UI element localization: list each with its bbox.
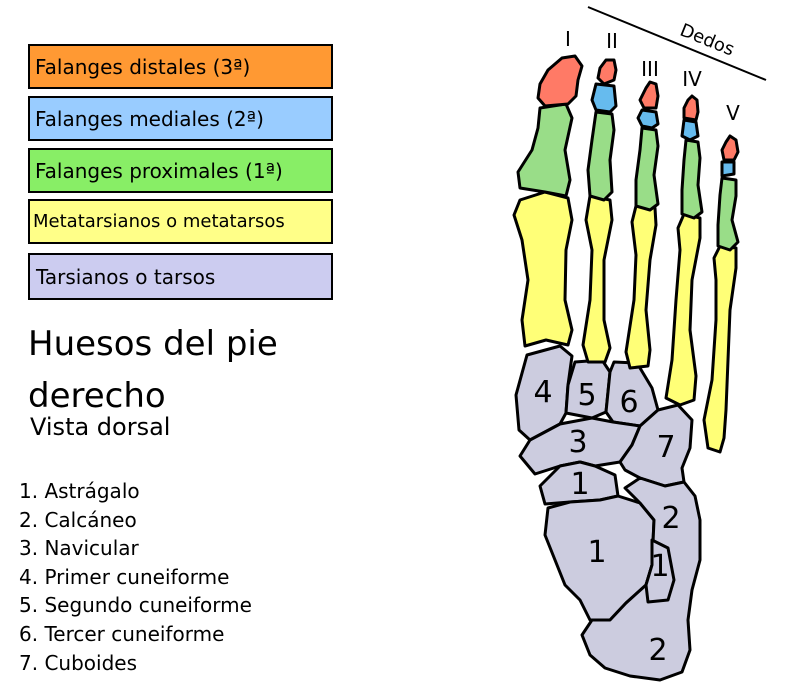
legend-proximal-phalanges: Falanges proximales (1ª) bbox=[28, 148, 333, 193]
bone-name-list: 1. Astrágalo 2. Calcáneo 3. Navicular 4.… bbox=[19, 477, 252, 677]
talus-head-bone bbox=[538, 460, 620, 506]
bone-number-intermediate-cuneiform: 5 bbox=[577, 378, 596, 413]
proximal-phalanx-I bbox=[516, 102, 574, 198]
bone-number-talus-head: 1 bbox=[570, 467, 589, 502]
distal-phalanx-III bbox=[638, 80, 660, 110]
proximal-phalanges bbox=[516, 102, 740, 252]
toe-numeral-III: III bbox=[641, 57, 659, 81]
bone-number-lateral-cuneiform: 6 bbox=[619, 385, 638, 420]
distal-phalanx-V bbox=[720, 134, 740, 162]
tarsal-bones bbox=[514, 344, 702, 682]
proximal-phalanx-III bbox=[634, 126, 660, 212]
bone-list-item: 1. Astrágalo bbox=[19, 479, 140, 503]
legend-distal-phalanges: Falanges distales (3ª) bbox=[28, 44, 333, 89]
toe-numeral-V: V bbox=[726, 101, 740, 125]
metatarsal-IV bbox=[664, 212, 702, 407]
proximal-phalanx-IV bbox=[680, 138, 704, 220]
medial-cuneiform-bone bbox=[514, 344, 574, 442]
bone-number-cuboid: 7 bbox=[656, 430, 675, 465]
bone-list-item: 3. Navicular bbox=[19, 536, 139, 561]
bone-number-talus-body: 1 bbox=[587, 535, 606, 570]
metatarsal-bones bbox=[512, 190, 738, 454]
bone-number-talus-inner: 1 bbox=[650, 549, 669, 584]
bone-list-item: 7. Cuboides bbox=[19, 650, 137, 675]
distal-phalanges bbox=[536, 54, 740, 162]
bone-number-calcaneus-upper: 2 bbox=[661, 501, 680, 536]
proximal-phalanx-II bbox=[586, 110, 616, 202]
distal-phalanx-IV bbox=[682, 94, 700, 122]
toes-label: Dedos bbox=[677, 20, 737, 61]
medial-phalanx-IV bbox=[680, 118, 700, 142]
bone-list-item: 6. Tercer cuneiforme bbox=[19, 621, 225, 646]
toe-numeral-IV: IV bbox=[682, 67, 702, 91]
diagram-title: Huesos del pie derecho bbox=[28, 324, 278, 416]
bone-number-navicular: 3 bbox=[568, 425, 587, 460]
toes-bracket-line bbox=[587, 6, 767, 81]
medial-phalanx-V bbox=[720, 160, 736, 178]
toe-numeral-II: II bbox=[606, 29, 618, 53]
medial-phalanx-II bbox=[590, 82, 618, 114]
proximal-phalanx-V bbox=[716, 176, 740, 252]
medial-phalanx-III bbox=[636, 108, 660, 130]
bone-list-item: 4. Primer cuneiforme bbox=[19, 564, 230, 589]
bone-number-medial-cuneiform: 4 bbox=[533, 375, 552, 410]
diagram-subtitle: Vista dorsal bbox=[30, 413, 171, 441]
metatarsal-I bbox=[512, 190, 574, 348]
bone-number-calcaneus-lower: 2 bbox=[648, 633, 667, 668]
metatarsal-III bbox=[624, 204, 658, 370]
distal-phalanx-I bbox=[536, 54, 584, 108]
talus-inner-piece bbox=[644, 538, 676, 604]
toe-numeral-I: I bbox=[565, 27, 571, 51]
distal-phalanx-II bbox=[596, 58, 618, 86]
legend-metatarsals: Metatarsianos o metatarsos bbox=[28, 199, 333, 244]
bone-list-item: 5. Segundo cuneiforme bbox=[19, 593, 252, 618]
metatarsal-II bbox=[581, 194, 614, 364]
legend-medial-phalanges: Falanges mediales (2ª) bbox=[28, 96, 333, 141]
metatarsal-V bbox=[702, 244, 738, 454]
legend-tarsals: Tarsianos o tarsos bbox=[28, 253, 333, 300]
bone-list-item: 2. Calcáneo bbox=[19, 507, 137, 532]
medial-phalanges bbox=[590, 82, 736, 178]
